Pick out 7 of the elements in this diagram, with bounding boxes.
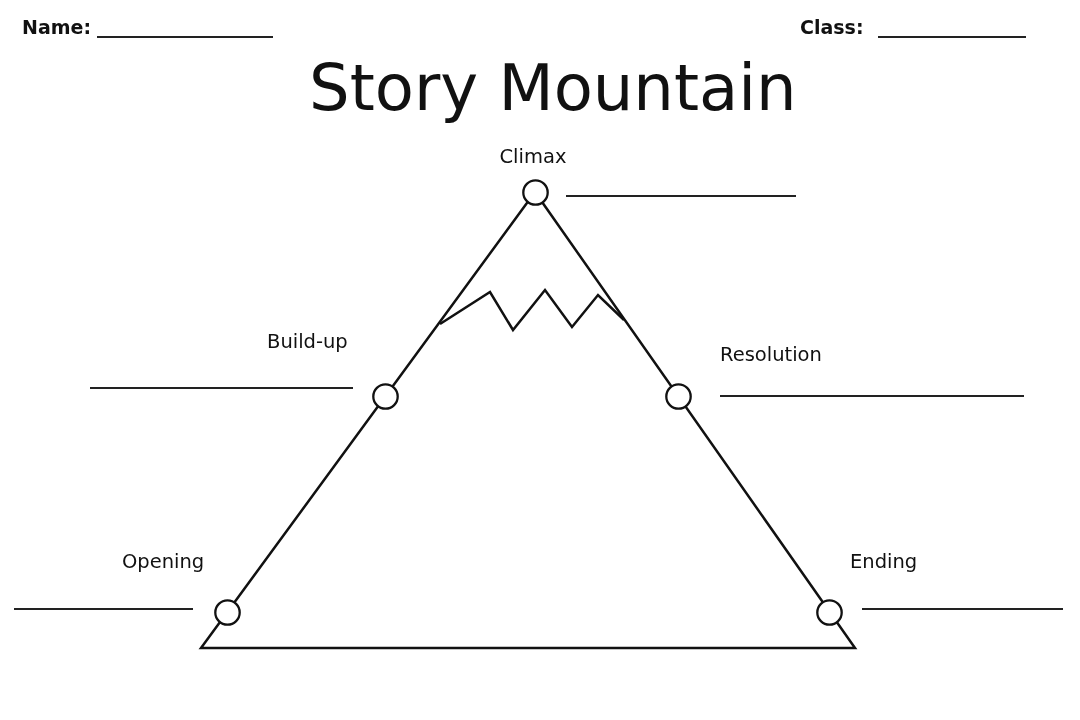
- stage-label: Build-up: [267, 332, 348, 352]
- field-label: Name:: [22, 18, 91, 37]
- stage-label: Opening: [122, 552, 205, 572]
- stage-label: Ending: [850, 552, 918, 572]
- field-label: Class:: [800, 18, 864, 37]
- stage-label: Climax: [499, 147, 567, 167]
- stage-label: Resolution: [720, 345, 822, 365]
